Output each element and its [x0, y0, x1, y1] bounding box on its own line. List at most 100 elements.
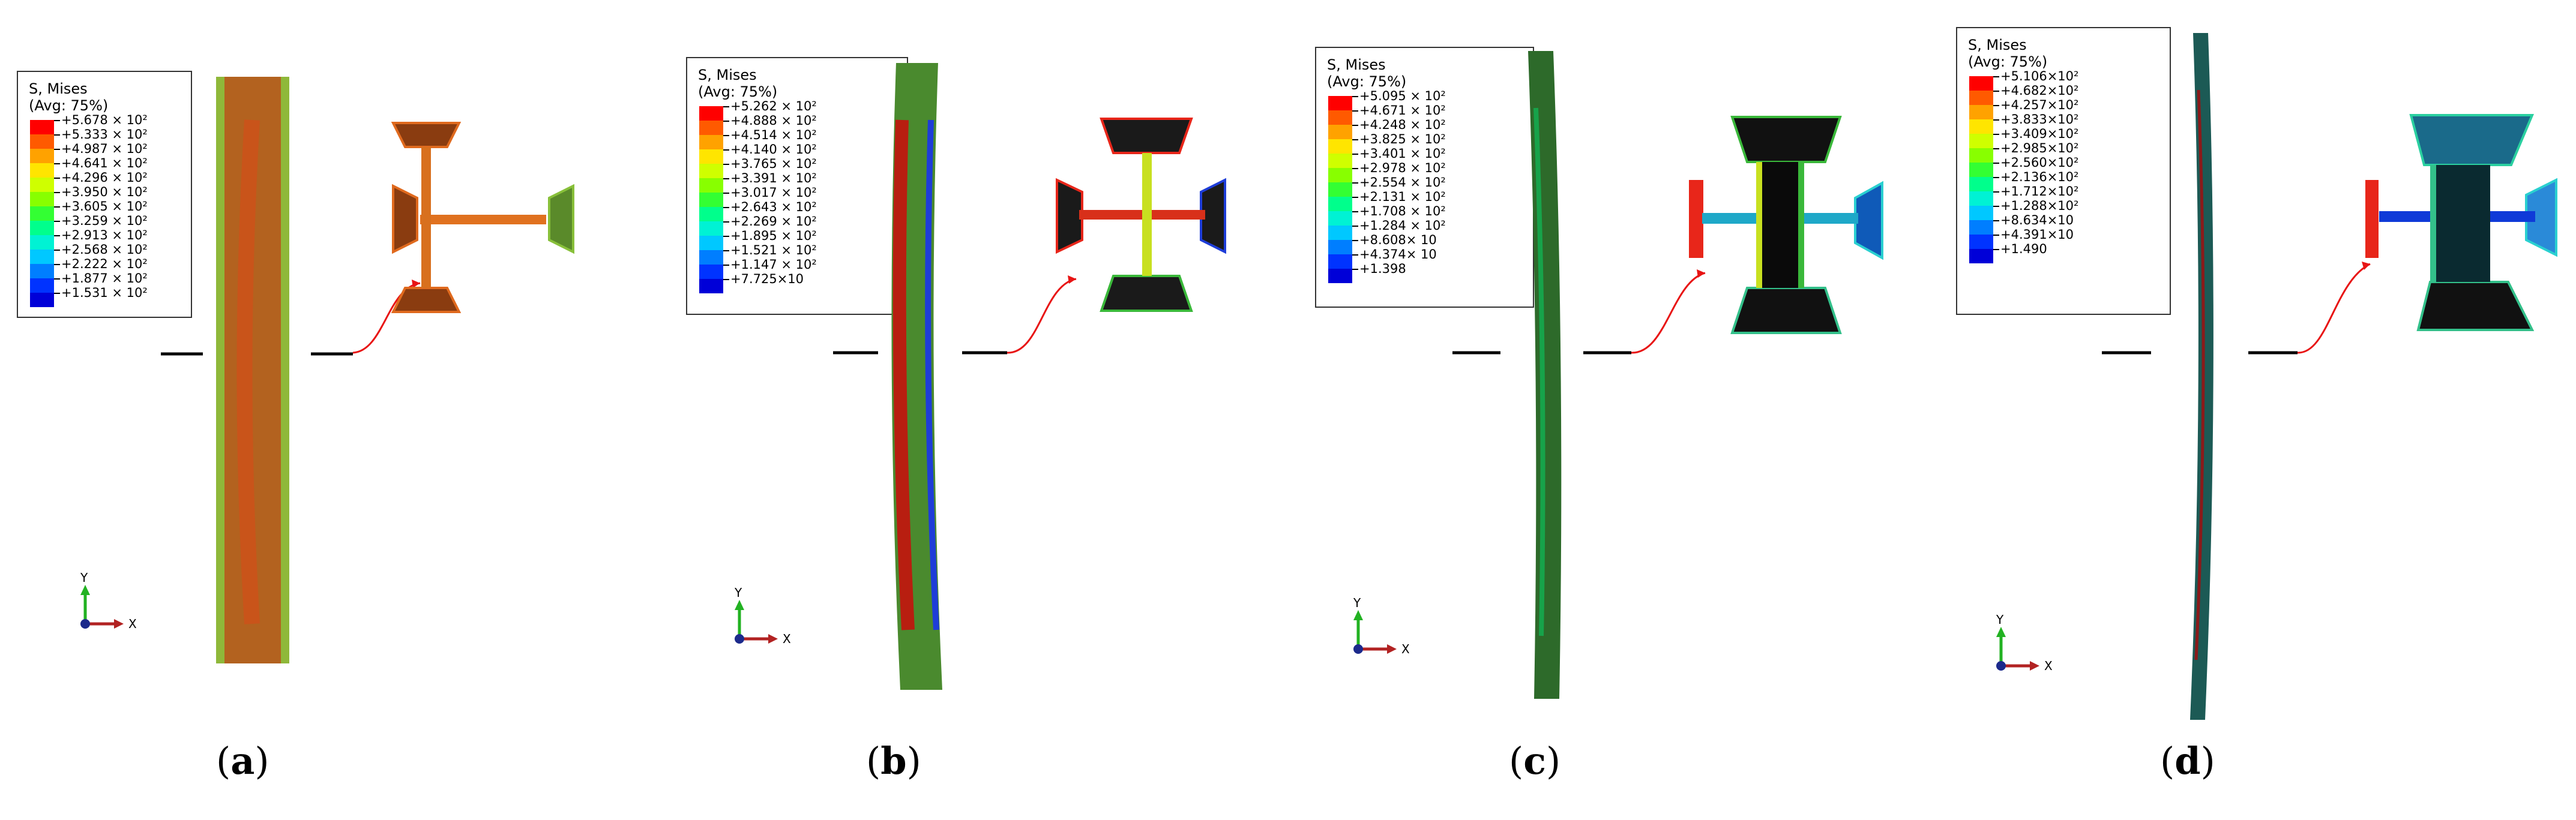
legend-level: +3.825 × 10² [1359, 132, 1446, 146]
legend-swatch [699, 106, 723, 121]
panel-b: S, Mises (Avg: 75%) +5.262 × 10²+4.888 ×… [644, 0, 1288, 820]
legend-swatch [1969, 119, 1993, 134]
stress-band [1533, 107, 1545, 636]
legend-swatch [699, 265, 723, 279]
legend-swatch [30, 235, 54, 250]
svg-text:X: X [128, 617, 137, 631]
legend-swatch [1328, 125, 1352, 139]
legend-swatch [1969, 163, 1993, 177]
legend-swatch [1969, 206, 1993, 220]
svg-text:Y: Y [80, 570, 88, 585]
legend-tick [1352, 139, 1358, 140]
legend-level: +1.147 × 10² [730, 257, 817, 272]
caption: (d) [2160, 739, 2215, 783]
legend-tick [1352, 96, 1358, 97]
legend-level: +1.877 × 10² [61, 271, 148, 286]
svg-text:X: X [2044, 659, 2053, 673]
stress-legend: S, Mises (Avg: 75%) +5.106×10²+4.682×10²… [1956, 27, 2171, 315]
callout-arrow [1007, 278, 1077, 354]
stress-legend: S, Mises (Avg: 75%) +5.095 × 10²+4.671 ×… [1315, 47, 1534, 308]
legend-tick [1352, 168, 1358, 169]
legend-tick [723, 221, 729, 223]
legend-tick [1993, 249, 1999, 250]
column-model: Y X [80, 77, 574, 663]
legend-tick [54, 221, 60, 222]
legend-level: +1.288×10² [2000, 199, 2079, 213]
callout-arrow [2297, 263, 2371, 354]
legend-swatch [699, 279, 723, 293]
legend-title: S, Mises [29, 80, 88, 97]
legend-level: +4.391×10 [2000, 227, 2074, 242]
cross-section [1056, 118, 1226, 312]
legend-tick [1993, 105, 1999, 106]
coordinate-triad: Y X [80, 570, 137, 631]
legend-tick [1993, 220, 1999, 221]
legend-swatch [699, 250, 723, 265]
legend-tick [54, 134, 60, 136]
legend-level: +2.554 × 10² [1359, 175, 1446, 190]
legend-tick [723, 236, 729, 237]
legend-swatch [699, 149, 723, 164]
legend-tick [54, 206, 60, 208]
legend-tick [1993, 148, 1999, 149]
legend-level: +3.259 × 10² [61, 214, 148, 228]
svg-text:Y: Y [1353, 596, 1361, 610]
legend-swatch [1328, 197, 1352, 211]
legend-tick [54, 163, 60, 164]
legend-averaging: (Avg: 75%) [698, 83, 778, 100]
legend-tick [1352, 110, 1358, 112]
legend-swatch [30, 178, 54, 192]
legend-level: +4.257×10² [2000, 98, 2079, 112]
column-model: Y X [734, 63, 1226, 690]
stress-band-high [892, 119, 915, 630]
legend-tick [723, 207, 729, 208]
legend-swatch [30, 206, 54, 221]
legend-level: +3.017 × 10² [730, 185, 817, 200]
legend-tick [723, 149, 729, 151]
legend-level: +1.490 [2000, 242, 2047, 256]
panel-a: S, Mises (Avg: 75%) +5.678 × 10²+5.333 ×… [0, 0, 644, 820]
stress-band [2194, 89, 2205, 660]
legend-tick [1993, 177, 1999, 178]
legend-swatch [699, 178, 723, 193]
legend-level: +3.391 × 10² [730, 171, 817, 185]
legend-tick [723, 178, 729, 179]
legend-level: +1.712×10² [2000, 184, 2079, 199]
svg-text:X: X [1401, 642, 1410, 656]
legend-level: +1.708 × 10² [1359, 204, 1446, 218]
legend-level: +1.284 × 10² [1359, 218, 1446, 233]
caption: (b) [866, 739, 921, 783]
legend-swatch [1969, 249, 1993, 263]
legend-level: +3.401 × 10² [1359, 146, 1446, 161]
legend-title: S, Mises [1327, 56, 1386, 73]
legend-averaging: (Avg: 75%) [1327, 73, 1407, 90]
legend-swatch [699, 221, 723, 236]
column-model: Y X [1996, 33, 2557, 720]
legend-swatch [1328, 226, 1352, 240]
legend-tick [1993, 206, 1999, 207]
arrowhead [1697, 269, 1705, 278]
legend-tick [54, 235, 60, 236]
legend-tick [1352, 197, 1358, 198]
coordinate-triad: Y X [1996, 612, 2053, 673]
legend-tick [1352, 211, 1358, 212]
legend-tick [1352, 240, 1358, 241]
legend-swatch [1328, 240, 1352, 254]
legend-swatch [30, 278, 54, 293]
legend-level: +1.531 × 10² [61, 286, 148, 300]
legend-level: +2.131 × 10² [1359, 190, 1446, 204]
legend-tick [1993, 235, 1999, 236]
legend-level: +5.095 × 10² [1359, 89, 1446, 103]
legend-level: +2.269 × 10² [730, 214, 817, 229]
stress-legend: S, Mises (Avg: 75%) +5.678 × 10²+5.333 ×… [17, 71, 192, 318]
legend-level: +5.678 × 10² [61, 113, 148, 127]
legend-tick [54, 250, 60, 251]
legend-swatch [30, 120, 54, 134]
legend-tick [1352, 154, 1358, 155]
legend-swatch [1328, 168, 1352, 182]
legend-level: +1.521 × 10² [730, 243, 817, 257]
legend-swatch [30, 163, 54, 178]
legend-swatch [699, 164, 723, 178]
legend-swatch [1328, 211, 1352, 226]
svg-text:Y: Y [1996, 612, 2004, 627]
